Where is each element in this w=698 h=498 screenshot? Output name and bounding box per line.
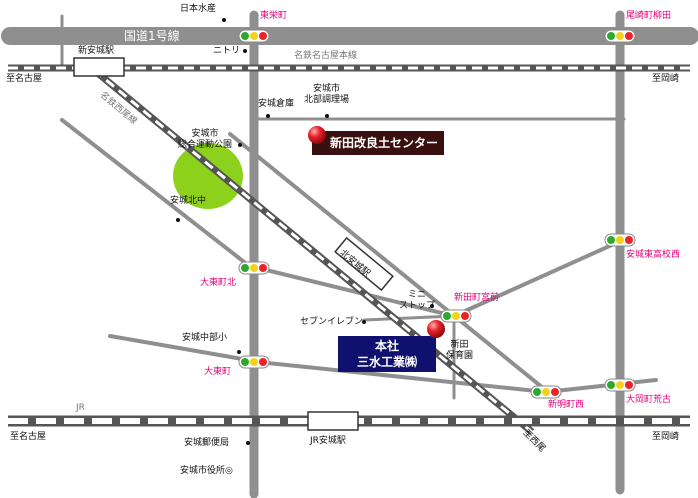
label-ooka-araku: 大岡町荒古 [626, 395, 672, 405]
label-yubin: 安城郵便局 [184, 438, 230, 448]
hokubu-dot [325, 114, 329, 118]
ministop-dot [430, 304, 434, 308]
signal-anjo-higashi [604, 233, 636, 247]
to-okazaki-bottom: 至岡崎 [652, 432, 680, 442]
kita-anjo-station-box [334, 236, 394, 292]
to-nagoya-bottom: 至名古屋 [10, 432, 47, 442]
road-chubu [108, 334, 250, 362]
label-hokubu-line2: 北部調理場 [304, 95, 350, 105]
shin-anjo-station-label: 新安城駅 [78, 46, 115, 56]
seven-dot [362, 320, 366, 324]
kitachu-dot [176, 218, 180, 222]
signal-daito [238, 355, 270, 369]
road-diagonal-long [228, 132, 550, 394]
honsha-label-line2: 三水工業㈱ [356, 355, 417, 369]
kairyo-center-box [312, 131, 444, 155]
road-seven [362, 314, 456, 322]
label-anjo-soko: 安城倉庫 [258, 99, 295, 109]
chubu-dot [237, 350, 241, 354]
to-nagoya-top: 至名古屋 [6, 74, 43, 84]
signal-ooka-araku [604, 378, 636, 392]
label-anjo-higashi: 安城東高校西 [626, 250, 681, 260]
anjo-soko-dot [266, 114, 270, 118]
meitetsu-main-label: 名鉄名古屋本線 [294, 51, 358, 61]
road-shinmei-ooka [544, 378, 658, 394]
road-daito-kita [256, 266, 456, 318]
traffic-signals [238, 29, 636, 399]
label-hokubu: 安城市 北部調理場 [304, 84, 349, 106]
shin-anjo-station-box [73, 57, 125, 77]
route1-label: 国道1号線 [124, 29, 180, 43]
label-seven: セブンイレブン [300, 317, 364, 327]
sogo-park-area [173, 143, 243, 209]
signal-ozaki-yanagida [604, 29, 636, 43]
honsha-box [338, 336, 436, 372]
honsha-marker [427, 320, 445, 338]
road-shinden-miya [452, 242, 616, 318]
signal-daito-kita [238, 261, 270, 275]
nihon-suisan-dot [222, 18, 226, 22]
nitori-dot [243, 49, 247, 53]
label-nihon-suisan: 日本水産 [180, 4, 217, 14]
signal-higashi-sakae [238, 29, 270, 43]
honsha-label: 本社 三水工業㈱ [338, 338, 436, 370]
label-higashi-sakae: 東栄町 [260, 11, 288, 21]
label-hoikuen: 新田 保育園 [446, 340, 473, 362]
road-kitachu-diagonal [60, 118, 250, 267]
label-shinden-miya: 新田町宮前 [454, 293, 500, 303]
label-sogo: 安城市 総合運動公園 [178, 129, 232, 151]
honsha-label-line1: 本社 [374, 339, 399, 353]
yubin-dot [246, 441, 250, 445]
kairyo-center-marker [308, 126, 326, 144]
label-ozaki-yanagida: 尾崎町柳田 [626, 11, 672, 21]
label-shinmei-nishi: 新明町西 [548, 400, 585, 410]
label-hokubu-line1: 安城市 [313, 84, 341, 94]
label-kitachu: 安城北中 [170, 196, 207, 206]
label-daito-kita: 大東町北 [200, 278, 237, 288]
label-ministop-line1: ミニ [408, 290, 427, 300]
label-chubu: 安城中部小 [182, 333, 228, 343]
jr-anjo-station-label: JR安城駅 [310, 436, 346, 446]
label-ministop-line2: ストップ [399, 301, 436, 311]
sogo-dot [238, 143, 242, 147]
signal-shinden-miya [440, 309, 472, 323]
to-okazaki-top: 至岡崎 [652, 74, 680, 84]
kairyo-center-label: 新田改良土センター [330, 136, 439, 150]
label-shiyakusho: 安城市役所◎ [180, 466, 233, 476]
jr-anjo-station-box [307, 411, 359, 431]
jr-label: JR [76, 403, 85, 413]
label-ministop: ミニ ストップ [399, 290, 435, 312]
road-daito [256, 360, 548, 394]
signal-shinmei-nishi [530, 385, 562, 399]
label-hoikuen-line2: 保育園 [446, 351, 474, 361]
label-sogo-line2: 総合運動公園 [178, 140, 233, 150]
label-sogo-line1: 安城市 [191, 129, 219, 139]
label-hoikuen-line1: 新田 [450, 340, 469, 350]
label-daito: 大東町 [204, 367, 232, 377]
label-nitori: ニトリ [213, 46, 241, 56]
